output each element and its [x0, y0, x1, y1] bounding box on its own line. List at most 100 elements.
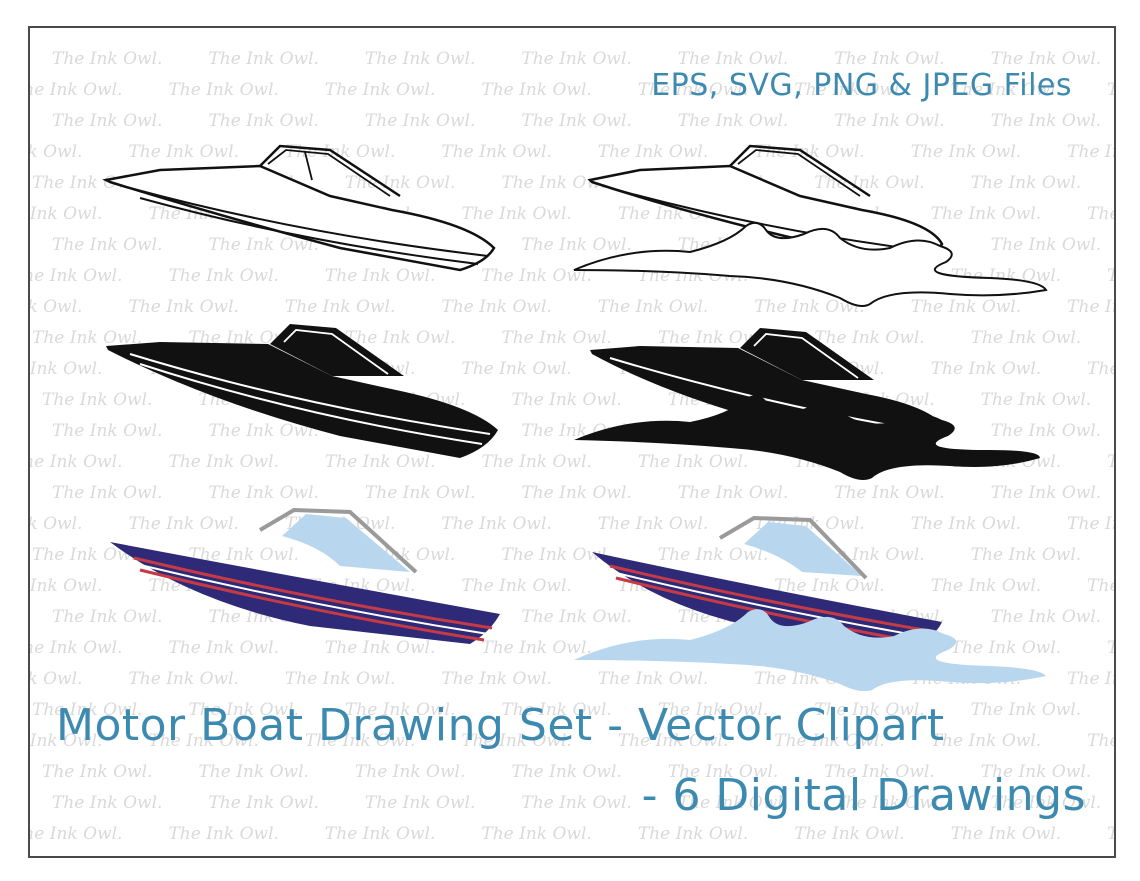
motor-boat-silhouette-icon	[106, 324, 498, 458]
watermark-text: The Ink Owl.	[42, 390, 153, 410]
watermark-text: The Ink Owl.	[1087, 359, 1114, 379]
watermark-text: The Ink Owl.	[834, 793, 945, 813]
watermark-text: The Ink Owl.	[637, 824, 749, 844]
watermark-text: The Ink Owl.	[52, 607, 163, 627]
watermark-text: The Ink Owl.	[597, 669, 709, 689]
watermark-text: The Ink Owl.	[30, 576, 103, 596]
watermark-text: The Ink Owl.	[970, 173, 1082, 193]
watermark-text: The Ink Owl.	[1067, 142, 1114, 162]
watermark-row: The Ink Owl.The Ink Owl.The Ink Owl.The …	[52, 478, 1114, 509]
page-title-line-2: - 6 Digital Drawings	[641, 770, 1086, 821]
watermark-text: The Ink Owl.	[1107, 75, 1114, 106]
watermark-text: The Ink Owl.	[501, 328, 612, 348]
watermark-row: The Ink Owl. The Ink Owl. The Ink Owl. The …	[52, 44, 1114, 75]
watermark-text: The Ink Owl.	[284, 297, 396, 317]
watermark-text: The Ink Owl.	[128, 669, 239, 689]
watermark-text: The Ink Owl.	[794, 824, 905, 844]
motor-boat-outline-icon	[102, 144, 496, 272]
file-formats-label: EPS, SVG, PNG & JPEG Files	[651, 68, 1072, 103]
watermark-text: The Ink Owl.	[168, 638, 279, 658]
watermark-text: The Ink Owl.	[284, 142, 396, 162]
watermark-text: The Ink Owl.	[52, 793, 163, 813]
watermark-text: The Ink Owl.	[521, 49, 632, 69]
watermark-text: The Ink Owl.	[30, 297, 83, 317]
watermark-text: The Ink Owl.	[990, 421, 1102, 441]
motor-boat-outline-with-water-icon	[573, 144, 1048, 307]
watermark-text: The Ink Owl.	[168, 452, 279, 472]
watermark-text: The Ink Owl.	[774, 731, 885, 751]
watermark-text: The Ink Owl.	[617, 731, 729, 751]
watermark-text: The Ink Owl.	[637, 80, 749, 100]
watermark-text: The Ink Owl.	[52, 49, 163, 69]
watermark-text: The Ink Owl.	[990, 483, 1102, 503]
watermark-text: The Ink Owl.	[990, 49, 1102, 69]
watermark-text: The Ink Owl.	[677, 49, 789, 69]
watermark-text: The Ink Owl.	[208, 49, 319, 69]
watermark-text: The Ink Owl.	[657, 328, 769, 348]
watermark-text: The Ink Owl.	[208, 421, 319, 441]
watermark-text: The Ink Owl.	[30, 266, 123, 286]
watermark-text: The Ink Owl.	[597, 297, 709, 317]
watermark-text: The Ink Owl.	[441, 297, 552, 317]
watermark-text: The Ink Owl.	[930, 359, 1042, 379]
watermark-text: The Ink Owl.	[950, 80, 1062, 100]
watermark-text: The Ink Owl.	[461, 731, 572, 751]
watermark-text: The Ink Owl.	[324, 266, 436, 286]
watermark-text: The Ink Owl.	[344, 328, 456, 348]
watermark-row: The Ink Owl. The Ink Owl. The Ink Owl. The …	[30, 75, 1114, 106]
watermark-text: The Ink Owl.	[1087, 204, 1114, 224]
watermark-text: The Ink Owl.	[364, 793, 476, 813]
watermark-text: The Ink Owl.	[930, 731, 1042, 751]
watermark-text: The Ink Owl.	[324, 824, 436, 844]
watermark-text: The Ink Owl.	[208, 483, 319, 503]
watermark-text: The Ink Owl.	[521, 607, 632, 627]
watermark-text: The Ink Owl.	[990, 793, 1102, 813]
watermark-text: The Ink Owl.	[990, 111, 1102, 131]
watermark-text: The Ink Owl.	[794, 80, 905, 100]
watermark-text: The Ink Owl.	[168, 266, 279, 286]
watermark-text: The Ink Owl.	[441, 514, 552, 534]
watermark-text: The Ink Owl.	[970, 700, 1082, 720]
watermark-text: The Ink Owl.	[930, 204, 1042, 224]
watermark-text: The Ink Owl.	[511, 762, 622, 782]
watermark-text: The Ink Owl.	[32, 700, 143, 720]
watermark-text: The Ink Owl.	[501, 173, 612, 193]
watermark-row: The Ink Owl. The Ink Owl. The Ink Owl. The …	[32, 323, 1114, 354]
watermark-text: The Ink Owl.	[304, 731, 416, 751]
watermark-text: The Ink Owl.	[32, 328, 143, 348]
watermark-text: The Ink Owl.	[32, 545, 143, 565]
watermark-text: The Ink Owl.	[597, 142, 709, 162]
watermark-text: The Ink Owl.	[208, 235, 319, 255]
watermark-text: The Ink Owl.	[980, 762, 1092, 782]
watermark-text: The Ink Owl.	[677, 111, 789, 131]
watermark-text: The Ink Owl.	[324, 638, 436, 658]
watermark-text: The Ink Owl.	[30, 80, 123, 100]
motor-boat-silhouette-with-water-icon	[574, 328, 1040, 480]
watermark-text: The Ink Owl.	[1067, 669, 1114, 689]
watermark-text: The Ink Owl.	[481, 80, 592, 100]
watermark-text: The Ink Owl.	[168, 80, 279, 100]
watermark-text: The Ink Owl.	[208, 793, 319, 813]
watermark-text: The Ink Owl.	[128, 142, 239, 162]
watermark-text: The Ink Owl.	[461, 576, 572, 596]
watermark-text: The Ink Owl.	[441, 142, 552, 162]
motor-boat-color-with-water-icon	[574, 515, 1046, 692]
watermark-text: The Ink Owl.	[754, 297, 865, 317]
watermark-row: The Ink Owl. The Ink Owl. The Ink Owl. The …	[30, 292, 1114, 323]
watermark-text: The Ink Owl.	[667, 762, 779, 782]
watermark-text: The Ink Owl.	[168, 824, 279, 844]
watermark-row: The Ink Owl. The Ink Owl. The Ink Owl. The …	[30, 137, 1114, 168]
watermark-text: The Ink Owl.	[188, 545, 299, 565]
watermark-text: The Ink Owl.	[30, 359, 103, 379]
watermark-row: The Ink Owl.The Ink Owl.The Ink Owl.The …	[52, 106, 1114, 137]
watermark-text: The Ink Owl.	[521, 793, 632, 813]
watermark-row: The Ink Owl. The Ink Owl. The Ink Owl. The …	[30, 726, 1114, 757]
watermark-text: The Ink Owl.	[52, 111, 163, 131]
watermark-text: The Ink Owl.	[1087, 576, 1114, 596]
watermark-text: The Ink Owl.	[521, 235, 632, 255]
watermark-text: The Ink Owl.	[481, 266, 592, 286]
watermark-text: The Ink Owl.	[814, 700, 925, 720]
watermark-text: The Ink Owl.	[481, 824, 592, 844]
watermark-text: The Ink Owl.	[657, 545, 769, 565]
watermark-text: The Ink Owl.	[42, 762, 153, 782]
